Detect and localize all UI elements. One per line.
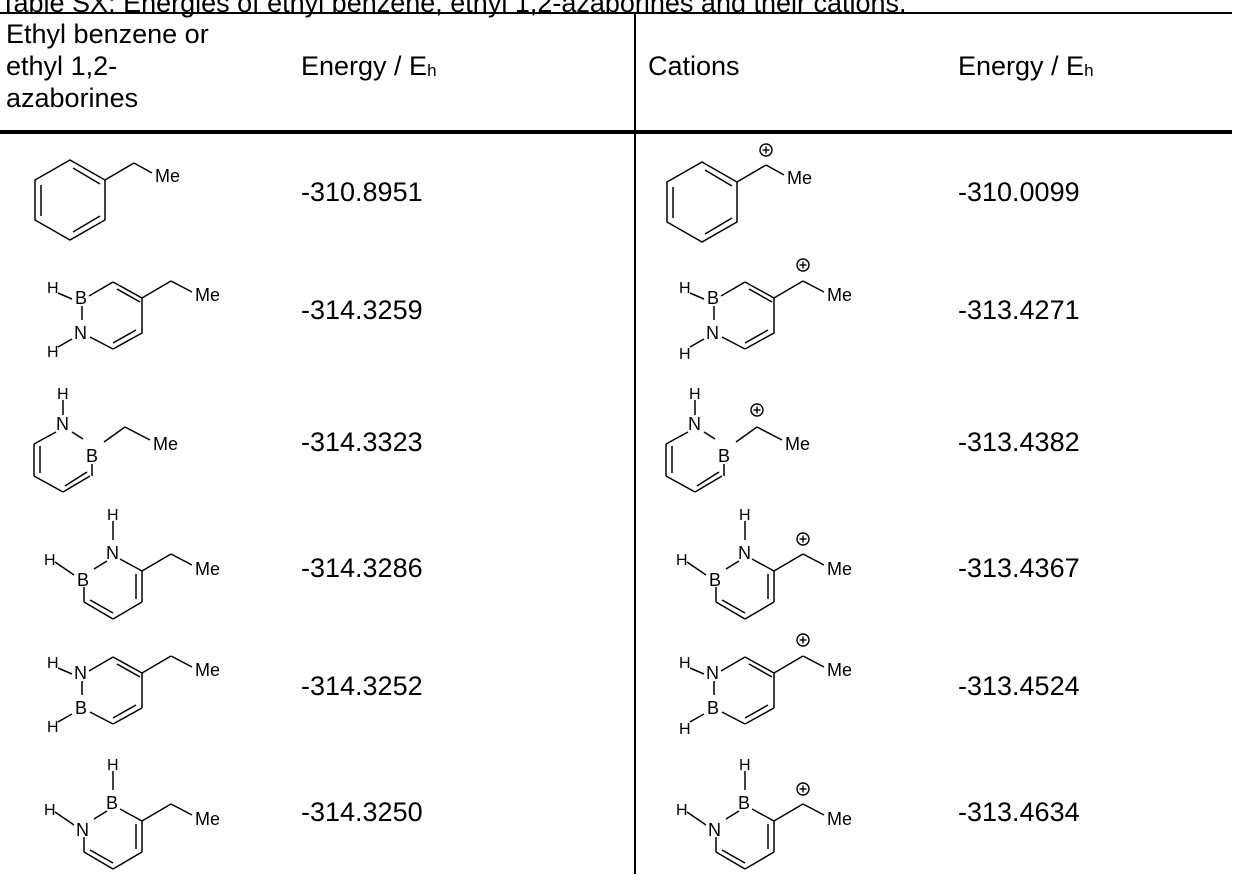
azaborine-structure-3: H N B Me [33, 386, 178, 493]
nitrogen-label: N [56, 414, 69, 434]
hydrogen-label: H [689, 386, 701, 403]
boron-label: B [75, 288, 87, 308]
azaborine-cation-structure-3: H N B Me [665, 386, 810, 493]
cation-energy-value: -313.4382 [958, 427, 1080, 457]
nitrogen-label: N [76, 820, 89, 840]
nitrogen-label: N [706, 663, 719, 683]
me-label: Me [195, 809, 220, 829]
header-word: benzene [73, 19, 178, 49]
energy-value: -314.3250 [301, 797, 423, 827]
header-cation-energy: Energy / Eh [958, 51, 1094, 81]
positive-charge-icon [750, 403, 764, 417]
header-rule [0, 130, 1232, 134]
column-divider [634, 12, 636, 874]
header-cations: Cations [648, 51, 740, 81]
me-label: Me [827, 285, 852, 305]
hydrogen-label: H [679, 721, 691, 738]
me-label: Me [195, 285, 220, 305]
energy-value: -314.3323 [301, 427, 423, 457]
hydrogen-label: H [739, 507, 751, 524]
hydrogen-label: H [44, 552, 56, 569]
hydrogen-label: H [739, 757, 751, 774]
me-label: Me [827, 809, 852, 829]
boron-label: B [718, 446, 730, 466]
positive-charge-icon [796, 258, 810, 272]
hydrogen-label: H [44, 802, 56, 819]
hydrogen-label: H [676, 552, 688, 569]
hydrogen-label: H [47, 280, 59, 297]
me-label: Me [155, 166, 180, 186]
positive-charge-icon [759, 143, 773, 157]
header-word: 1,2- [70, 51, 118, 81]
hydrogen-label: H [47, 655, 59, 672]
azaborine-cation-structure-4: H N B H Me [676, 507, 852, 620]
me-label: Me [827, 559, 852, 579]
hydrogen-label: H [679, 280, 691, 297]
boron-label: B [707, 288, 719, 308]
cation-energy-value: -313.4271 [958, 295, 1080, 325]
nitrogen-label: N [738, 543, 751, 563]
hydrogen-label: H [47, 719, 59, 736]
azaborine-cation-structure-6: H B N H Me [676, 757, 852, 870]
nitrogen-label: N [708, 820, 721, 840]
energy-value: -314.3252 [301, 671, 423, 701]
boron-label: B [75, 698, 87, 718]
nitrogen-label: N [74, 663, 87, 683]
boron-label: B [709, 570, 721, 590]
hydrogen-label: H [47, 344, 59, 361]
hydrogen-label: H [676, 802, 688, 819]
me-label: Me [153, 434, 178, 454]
boron-label: B [738, 793, 750, 813]
nitrogen-label: N [688, 414, 701, 434]
me-label: Me [827, 660, 852, 680]
boron-label: B [707, 698, 719, 718]
table-caption: Table SX: Energies of ethyl benzene, eth… [0, 0, 907, 18]
me-label: Me [195, 559, 220, 579]
header-structure: Ethyl benzene or ethyl 1,2- azaborines [6, 18, 286, 114]
cation-energy-value: -313.4634 [958, 797, 1080, 827]
nitrogen-label: N [74, 323, 87, 343]
header-word: ethyl [6, 51, 64, 81]
cation-energy-value: -313.4367 [958, 553, 1080, 583]
header-energy: Energy / Eh [301, 51, 437, 81]
boron-label: B [77, 570, 89, 590]
azaborine-structure-2: B N H H Me [47, 280, 220, 361]
azaborine-cation-structure-5: N B H H Me [679, 633, 852, 738]
hydrogen-label: H [679, 346, 691, 363]
hydrogen-label: H [107, 507, 119, 524]
azaborine-cation-structure-2: B N H H Me [679, 258, 852, 363]
top-rule [0, 12, 1232, 14]
positive-charge-icon [796, 782, 810, 796]
boron-label: B [106, 793, 118, 813]
hydrogen-label: H [679, 655, 691, 672]
energy-value: -314.3286 [301, 553, 423, 583]
hydrogen-label: H [57, 386, 69, 403]
header-word: Ethyl [6, 19, 67, 49]
positive-charge-icon [796, 532, 810, 546]
cation-energy-value: -310.0099 [958, 177, 1080, 207]
header-word: azaborines [6, 83, 139, 113]
azaborine-structure-4: H N B H Me [44, 507, 220, 620]
nitrogen-label: N [106, 543, 119, 563]
energy-value: -310.8951 [301, 177, 423, 207]
positive-charge-icon [796, 633, 810, 647]
header-word: or [184, 19, 209, 49]
ethylbenzene-cation-structure: Me [666, 143, 812, 243]
cation-energy-value: -313.4524 [958, 671, 1080, 701]
hydrogen-label: H [107, 757, 119, 774]
me-label: Me [785, 434, 810, 454]
energy-value: -314.3259 [301, 295, 423, 325]
azaborine-structure-5: N B H H Me [47, 655, 220, 736]
ethylbenzene-structure: Me [34, 159, 180, 241]
nitrogen-label: N [706, 323, 719, 343]
me-label: Me [195, 660, 220, 680]
boron-label: B [86, 446, 98, 466]
azaborine-structure-6: H B N H Me [44, 757, 220, 870]
me-label: Me [787, 168, 812, 188]
